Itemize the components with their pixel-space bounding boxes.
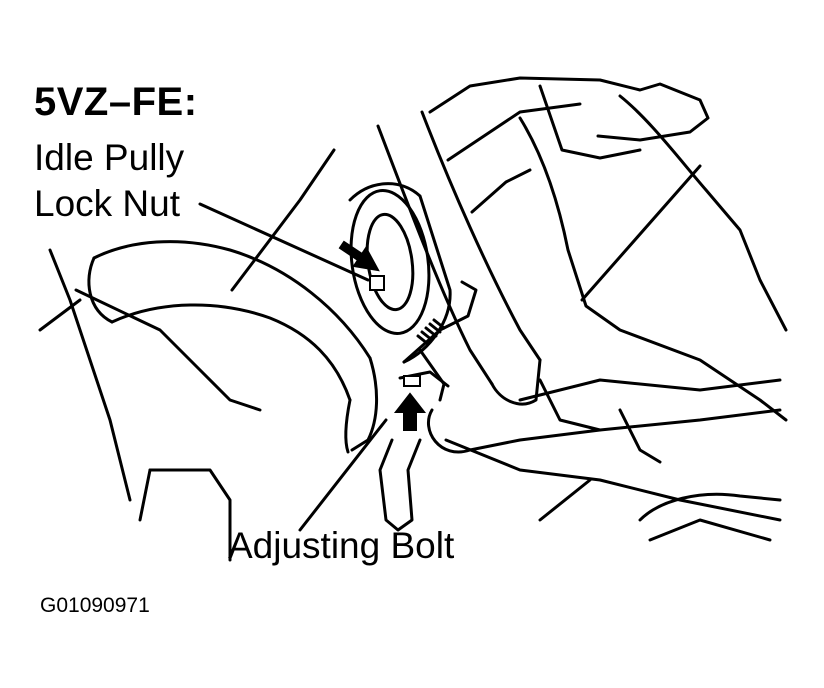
- engine-left-outline: [150, 470, 230, 560]
- hose-left: [112, 305, 350, 400]
- idle-pulley-leader-line: [200, 204, 368, 280]
- hose-left: [89, 258, 112, 322]
- adjusting-bolt-spring: [418, 320, 444, 344]
- engine-block-outline: [620, 96, 786, 330]
- engine-block-outline: [472, 170, 530, 212]
- lower-pipe: [428, 410, 780, 452]
- hose-left: [346, 400, 350, 452]
- lower-pipe: [540, 380, 600, 430]
- hose-vertical: [422, 112, 540, 360]
- lower-pipe: [520, 380, 780, 400]
- engine-block-outline: [582, 166, 700, 300]
- engine-block-outline: [520, 118, 786, 420]
- idle-pulley-arrow-icon: [340, 242, 378, 270]
- hose-left: [94, 242, 370, 358]
- idle-pulley-label-line1: Idle Pully: [34, 137, 185, 178]
- adjusting-bolt-leader-line: [300, 420, 386, 530]
- lower-pipe: [446, 440, 780, 520]
- lock-nut: [369, 275, 385, 291]
- idle-pulley: [342, 185, 437, 338]
- engine-left-outline: [140, 470, 150, 520]
- lower-pipe: [620, 410, 660, 462]
- lower-pipe: [650, 520, 770, 540]
- engine-left-outline: [50, 250, 130, 500]
- idle-pulley-label-line2: Lock Nut: [34, 183, 181, 224]
- engine-block-outline: [448, 104, 580, 160]
- engine-block-outline: [430, 78, 708, 140]
- lower-pipe: [380, 440, 420, 530]
- hose-vertical: [378, 126, 492, 384]
- pulley-rim: [350, 184, 450, 362]
- engine-block-outline: [540, 86, 640, 158]
- engine-left-outline: [40, 300, 80, 330]
- lower-pipe: [640, 494, 780, 520]
- engine-left-outline: [232, 150, 334, 290]
- lower-pipe: [540, 480, 590, 520]
- adjusting-bolt-label: Adjusting Bolt: [228, 525, 455, 566]
- adjusting-bolt-arrow-icon: [396, 394, 424, 430]
- adjusting-bolt: [403, 375, 421, 387]
- engine-left-outline: [76, 290, 260, 410]
- engine-title: 5VZ–FE:: [34, 80, 198, 124]
- hose-vertical: [492, 360, 540, 404]
- hose-left: [352, 358, 377, 450]
- bracket: [404, 282, 476, 362]
- figure-code: G01090971: [40, 594, 150, 617]
